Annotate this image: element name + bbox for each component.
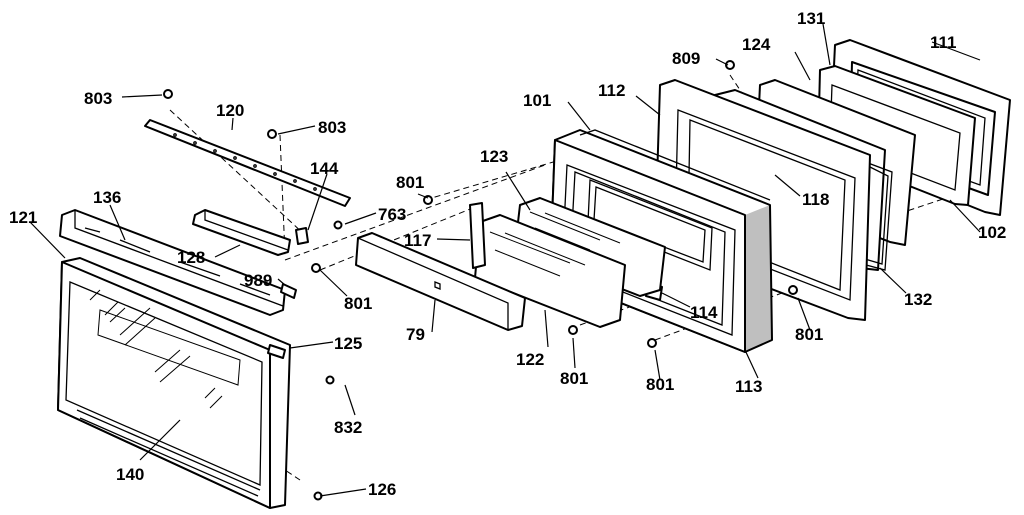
- label-125: 125: [334, 334, 362, 353]
- screw-801e: [788, 285, 798, 295]
- label-123: 123: [480, 147, 508, 166]
- clip-989: [280, 283, 297, 299]
- glass-reflection: [89, 289, 241, 409]
- label-101: 101: [523, 91, 551, 110]
- label-136: 136: [93, 188, 121, 207]
- part-120-bar: [144, 119, 351, 207]
- label-801b: 801: [344, 294, 372, 313]
- screw-801b: [311, 263, 321, 273]
- label-801d: 801: [646, 375, 674, 394]
- label-140: 140: [116, 465, 144, 484]
- screw-801d: [647, 338, 657, 348]
- label-801c: 801: [560, 369, 588, 388]
- label-113: 113: [735, 377, 762, 396]
- label-763: 763: [378, 205, 406, 224]
- label-114: 114: [690, 303, 718, 322]
- part-79-trim: [355, 232, 526, 331]
- label-832: 832: [334, 418, 362, 437]
- label-112: 112: [598, 81, 625, 100]
- label-111: 111: [930, 33, 957, 52]
- label-989: 989: [244, 271, 272, 290]
- leader-lines: [29, 23, 981, 497]
- screw-763: [333, 220, 343, 230]
- part-140-outer-door: [57, 257, 291, 509]
- label-801a: 801: [396, 173, 424, 192]
- screw-801a: [423, 195, 433, 205]
- part-144-clip: [295, 227, 309, 245]
- label-118: 118: [802, 190, 829, 209]
- label-809: 809: [672, 49, 700, 68]
- label-803a: 803: [84, 89, 112, 108]
- label-102: 102: [978, 223, 1006, 242]
- part-128-bracket: [192, 209, 291, 256]
- screw-809: [725, 60, 735, 70]
- part-117-strips: [469, 202, 486, 269]
- label-117: 117: [404, 231, 431, 250]
- screw-801c: [568, 325, 578, 335]
- label-128: 128: [177, 248, 205, 267]
- label-144: 144: [310, 159, 339, 178]
- label-79: 79: [406, 325, 425, 344]
- part-labels: 803 120 803 144 136 121 128 763 989 801 …: [9, 9, 1006, 499]
- label-120: 120: [216, 101, 244, 120]
- part-136-top-trim: [59, 209, 286, 316]
- label-126: 126: [368, 480, 396, 499]
- label-122: 122: [516, 350, 544, 369]
- screw-803a: [163, 89, 173, 99]
- screw-803b: [267, 129, 277, 139]
- bar-holes: [173, 133, 317, 191]
- label-121: 121: [9, 208, 37, 227]
- label-132: 132: [904, 290, 932, 309]
- label-803b: 803: [318, 118, 346, 137]
- clip-125: [267, 344, 286, 359]
- part-132-seal: [854, 159, 893, 271]
- label-131: 131: [797, 9, 825, 28]
- screw-832: [325, 375, 335, 385]
- label-801e: 801: [795, 325, 823, 344]
- label-124: 124: [742, 35, 771, 54]
